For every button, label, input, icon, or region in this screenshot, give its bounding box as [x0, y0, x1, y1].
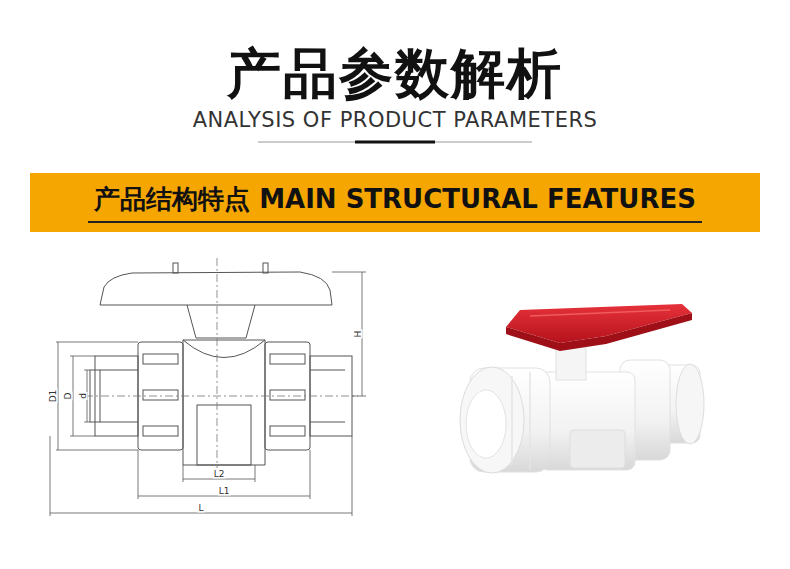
thin-rule [258, 142, 532, 143]
label-anchor: D1 [41, 389, 60, 404]
section-band: 产品结构特点 MAIN STRUCTURAL FEATURES [30, 173, 760, 232]
dimension-label: L [197, 503, 204, 513]
dimension-label: H [353, 330, 363, 339]
label-anchor: d [71, 392, 90, 400]
label-anchor: H [346, 330, 365, 339]
page-title: 产品参数解析 [227, 42, 563, 105]
thick-rule [355, 141, 435, 144]
subtitle: ANALYSIS OF PRODUCT PARAMETERS [193, 108, 598, 132]
label-anchor: ANALYSIS OF PRODUCT PARAMETERS [193, 108, 598, 132]
dimension-label: D1 [48, 389, 58, 404]
dimension-label: d [78, 392, 88, 400]
dimension-label: L1 [218, 486, 231, 496]
band-heading: 产品结构特点 MAIN STRUCTURAL FEATURES [88, 182, 702, 223]
label-anchor: L1 [218, 479, 231, 498]
label-anchor: L [197, 496, 204, 515]
dimension-label: L2 [213, 469, 226, 479]
label-anchor: D [56, 392, 75, 401]
title-wrap: 产品参数解析 [0, 38, 790, 111]
label-anchor: L2 [213, 462, 226, 481]
dimension-label: D [63, 392, 73, 401]
